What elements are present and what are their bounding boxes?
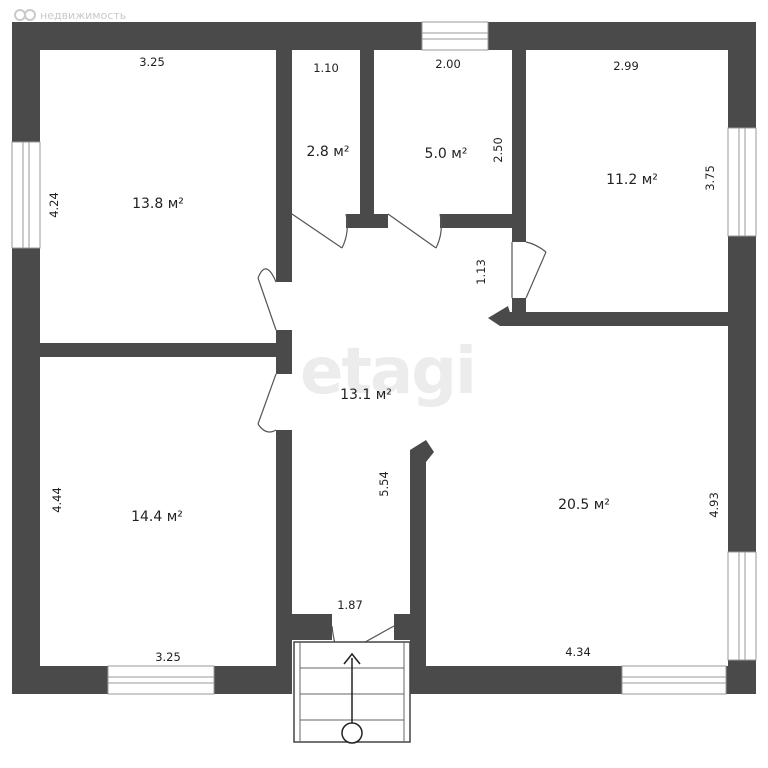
window-bottom-right [621,665,727,695]
wall-hall-stub [276,330,292,374]
room-area-living-room: 20.5 м² [558,497,610,513]
entry-arrow-icon [341,652,363,744]
dim-top-left-width: 3.25 [139,55,165,69]
dim-bottom-left-width: 3.25 [155,650,181,664]
dim-bath-width: 2.00 [435,57,461,71]
room-area-room-top-right: 11.2 м² [606,172,658,188]
wall-living-left [410,450,426,680]
wall-diagonal-tip [488,306,514,326]
wall-right-stub [512,298,526,326]
room-area-storage: 2.8 м² [306,144,350,160]
wall-left-rooms-vertical-bottom [276,430,292,680]
dim-bath-height: 2.50 [491,137,505,163]
wall-living-corner [410,440,434,462]
door-room-right [511,241,547,299]
window-top [421,21,489,51]
window-right-top [727,127,757,237]
room-area-bathroom: 5.0 м² [424,146,468,162]
room-area-bedroom-bottom-left: 14.4 м² [131,509,183,525]
wall-left-rooms-vertical-top [276,50,292,282]
door-storage [291,213,348,249]
room-area-bedroom-top-left: 13.8 м² [132,196,184,212]
dim-top-right-height: 3.75 [703,165,717,191]
dim-top-right-width: 2.99 [613,59,639,73]
wall-right-divider [500,312,728,326]
wall-entry-left [292,614,332,640]
wall-storage-right [360,50,374,228]
room-area-hallway: 13.1 м² [340,387,392,403]
dim-entry-width: 1.87 [337,598,363,612]
outer-wall-top [12,22,756,50]
outer-wall-left [12,22,40,694]
window-bottom-left [107,665,215,695]
door-top-left-room [257,268,277,331]
dim-hall-short: 1.13 [474,259,488,285]
brand-text: недвижимость [40,8,127,22]
dim-top-left-height: 4.24 [47,192,61,218]
wall-bath-right [512,50,526,242]
brand-icon [14,9,36,21]
wall-bath-bottom [440,214,526,228]
dim-living-width: 4.34 [565,645,591,659]
wall-entry-right [394,614,426,640]
door-bathroom [387,213,442,249]
window-left [11,141,41,249]
dim-living-height: 4.93 [707,492,721,518]
brand-logo: недвижимость [14,8,126,22]
dim-storage-width: 1.10 [313,61,339,75]
dim-bottom-left-height: 4.44 [50,487,64,513]
dim-hall-length: 5.54 [377,471,391,497]
watermark: etagi [300,335,477,409]
wall-left-divider [40,343,292,357]
door-bottom-left-room [257,373,277,433]
wall-storage-bottom [346,214,388,228]
window-right-bottom [727,551,757,661]
